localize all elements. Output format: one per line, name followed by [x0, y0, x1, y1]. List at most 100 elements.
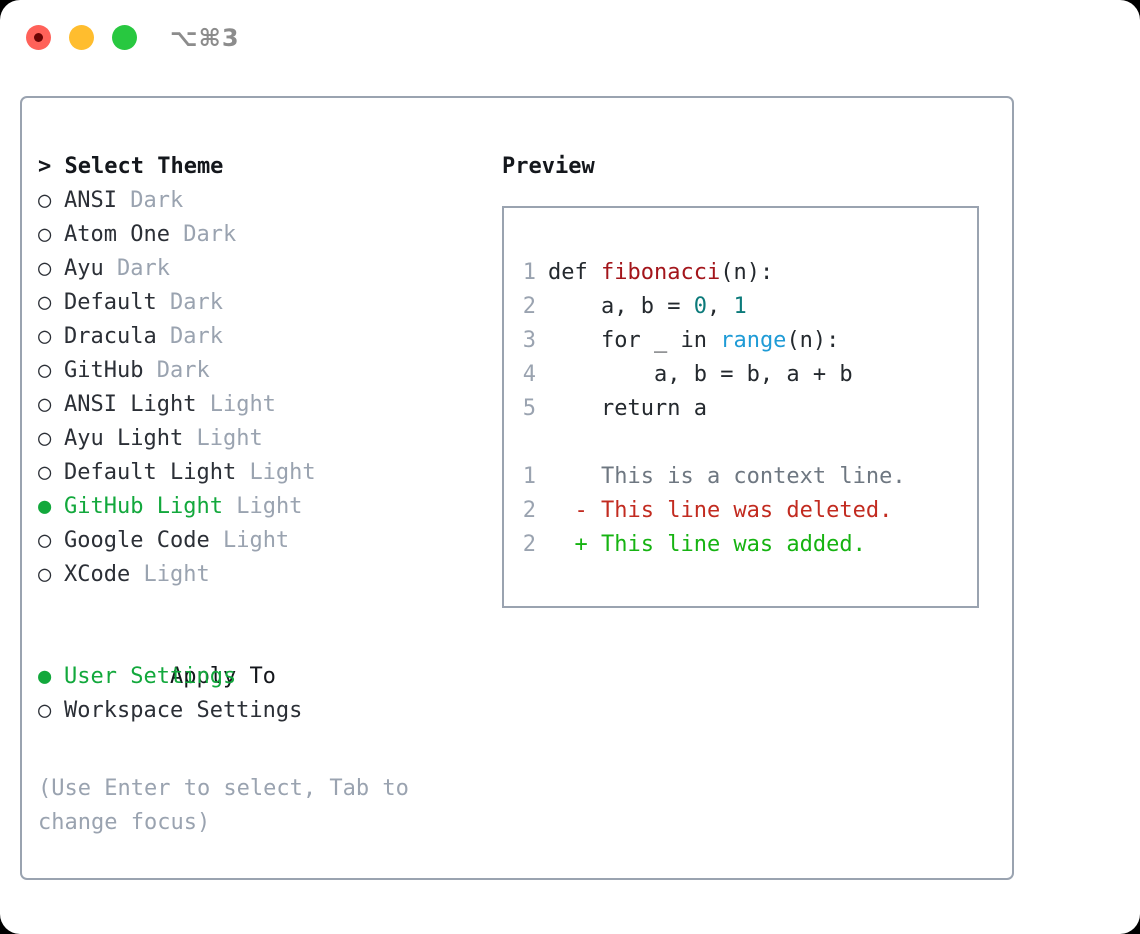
- code-indent: [548, 294, 601, 319]
- theme-variant-badge: Light: [196, 426, 263, 451]
- keyboard-hint-text: (Use Enter to select, Tab to change focu…: [38, 776, 423, 835]
- code-line-number: 5: [522, 396, 536, 421]
- theme-name: Dracula: [64, 324, 157, 349]
- radio-unselected-icon[interactable]: ○: [38, 358, 52, 383]
- theme-variant-badge: Dark: [117, 256, 170, 281]
- radio-unselected-icon[interactable]: ○: [38, 290, 52, 315]
- radio-unselected-icon[interactable]: ○: [38, 222, 52, 247]
- theme-list-item[interactable]: ○ Default Light Light: [38, 456, 488, 490]
- keyboard-shortcut-label: ⌥⌘3: [170, 24, 240, 52]
- code-token-num: 0: [693, 294, 707, 319]
- theme-name-gap: [130, 562, 143, 587]
- theme-name-gap: [104, 256, 117, 281]
- theme-variant-badge: Dark: [169, 290, 223, 315]
- theme-list-item[interactable]: ○Atom One Dark: [38, 218, 488, 252]
- theme-name: Default Light: [64, 460, 237, 485]
- theme-variant-badge: Dark: [169, 324, 223, 349]
- theme-list-item[interactable]: ○ Dracula Dark: [38, 320, 488, 354]
- theme-variant-badge: Light: [249, 460, 316, 485]
- theme-variant-badge: Light: [143, 562, 210, 587]
- code-token-plain: ,: [706, 294, 734, 319]
- theme-selection-column: > Select Theme ○ANSI Dark○Atom One Dark○…: [38, 150, 488, 840]
- theme-variant-badge: Dark: [183, 222, 237, 247]
- theme-name: Default: [64, 290, 157, 315]
- radio-unselected-icon[interactable]: ○: [38, 528, 52, 553]
- radio-unselected-icon[interactable]: ○: [38, 256, 52, 281]
- theme-name: XCode: [64, 562, 131, 587]
- apply-to-label: User Settings: [64, 664, 237, 689]
- code-indent: [548, 328, 601, 353]
- diff-line: 2 - This line was deleted.: [522, 494, 977, 528]
- code-line: 4 a, b = b, a + b: [522, 358, 977, 392]
- code-line-number: 3: [522, 328, 536, 353]
- code-line: 3 for _ in range(n):: [522, 324, 977, 358]
- code-indent: [548, 396, 601, 421]
- radio-unselected-icon[interactable]: ○: [38, 392, 52, 417]
- radio-unselected-icon[interactable]: ○: [38, 188, 52, 213]
- theme-name: Ayu Light: [64, 426, 184, 451]
- code-token-plain: def: [548, 260, 601, 285]
- theme-list-item[interactable]: ○ Default Dark: [38, 286, 488, 320]
- theme-list-item[interactable]: ○ XCode Light: [38, 558, 488, 592]
- close-button-icon[interactable]: [26, 25, 51, 50]
- apply-to-item[interactable]: ● User Settings: [38, 660, 488, 694]
- theme-name: ANSI: [64, 188, 117, 213]
- select-theme-header: > Select Theme: [38, 154, 224, 179]
- preview-title: Preview: [502, 154, 595, 179]
- theme-list-item[interactable]: ○ANSI Light Light: [38, 388, 488, 422]
- apply-to-header: Apply To: [38, 626, 488, 689]
- main-panel: > Select Theme ○ANSI Dark○Atom One Dark○…: [20, 96, 1014, 880]
- radio-unselected-icon[interactable]: ○: [38, 324, 52, 349]
- minimize-button-icon[interactable]: [69, 25, 94, 50]
- theme-variant-badge: Dark: [156, 358, 210, 383]
- theme-name-gap: [117, 188, 130, 213]
- radio-unselected-icon[interactable]: ○: [38, 698, 52, 723]
- theme-name-gap: [210, 528, 223, 553]
- code-token-plain: (n):: [720, 260, 774, 285]
- code-indent: [548, 362, 654, 387]
- theme-name-gap: [236, 460, 249, 485]
- radio-unselected-icon[interactable]: ○: [38, 426, 52, 451]
- theme-list-item[interactable]: ○GitHub Dark: [38, 354, 488, 388]
- zoom-button-icon[interactable]: [112, 25, 137, 50]
- code-token-plain: return a: [600, 396, 707, 421]
- diff-line: 2 + This line was added.: [522, 528, 977, 562]
- diff-line-number: 2: [522, 532, 536, 557]
- hint-spacer: [38, 728, 488, 762]
- theme-name-gap: [157, 290, 170, 315]
- traffic-light-buttons: [26, 25, 137, 50]
- theme-variant-badge: Light: [236, 494, 303, 519]
- theme-variant-badge: Dark: [130, 188, 184, 213]
- diff-sample: 1 This is a context line.2 - This line w…: [522, 460, 977, 562]
- code-token-plain: a, b =: [600, 294, 694, 319]
- theme-variant-badge: Light: [209, 392, 276, 417]
- code-token-func: fibonacci: [600, 260, 721, 285]
- code-token-plain: a, b = b, a + b: [653, 362, 853, 387]
- radio-unselected-icon[interactable]: ○: [38, 460, 52, 485]
- theme-list-item[interactable]: ○ Ayu Light Light: [38, 422, 488, 456]
- apply-to-header-label: Apply To: [169, 664, 276, 689]
- theme-list-item[interactable]: ● GitHub Light Light: [38, 490, 488, 524]
- apply-to-item[interactable]: ○Workspace Settings: [38, 694, 488, 728]
- radio-selected-icon[interactable]: ●: [38, 494, 52, 519]
- code-line: 5 return a: [522, 392, 977, 426]
- theme-list[interactable]: ○ANSI Dark○Atom One Dark○Ayu Dark○Defaul…: [38, 184, 488, 592]
- theme-list-item[interactable]: ○ Google Code Light: [38, 524, 488, 558]
- theme-name-gap: [183, 426, 196, 451]
- theme-name: GitHub Light: [64, 494, 223, 519]
- theme-list-item[interactable]: ○Ayu Dark: [38, 252, 488, 286]
- code-diff-separator: [522, 426, 977, 460]
- diff-line-text-del: - This line was deleted.: [548, 498, 893, 523]
- radio-unselected-icon[interactable]: ○: [38, 562, 52, 587]
- theme-list-item[interactable]: ○ ANSI Dark: [38, 184, 488, 218]
- theme-name: Google Code: [64, 528, 210, 553]
- radio-selected-icon[interactable]: ●: [38, 664, 52, 689]
- theme-variant-badge: Light: [222, 528, 290, 553]
- code-token-plain: for _ in: [600, 328, 721, 353]
- title-bar: ⌥⌘3: [0, 0, 1140, 76]
- code-token-num: 1: [733, 294, 747, 319]
- apply-to-list[interactable]: ● User Settings ○Workspace Settings: [38, 660, 488, 728]
